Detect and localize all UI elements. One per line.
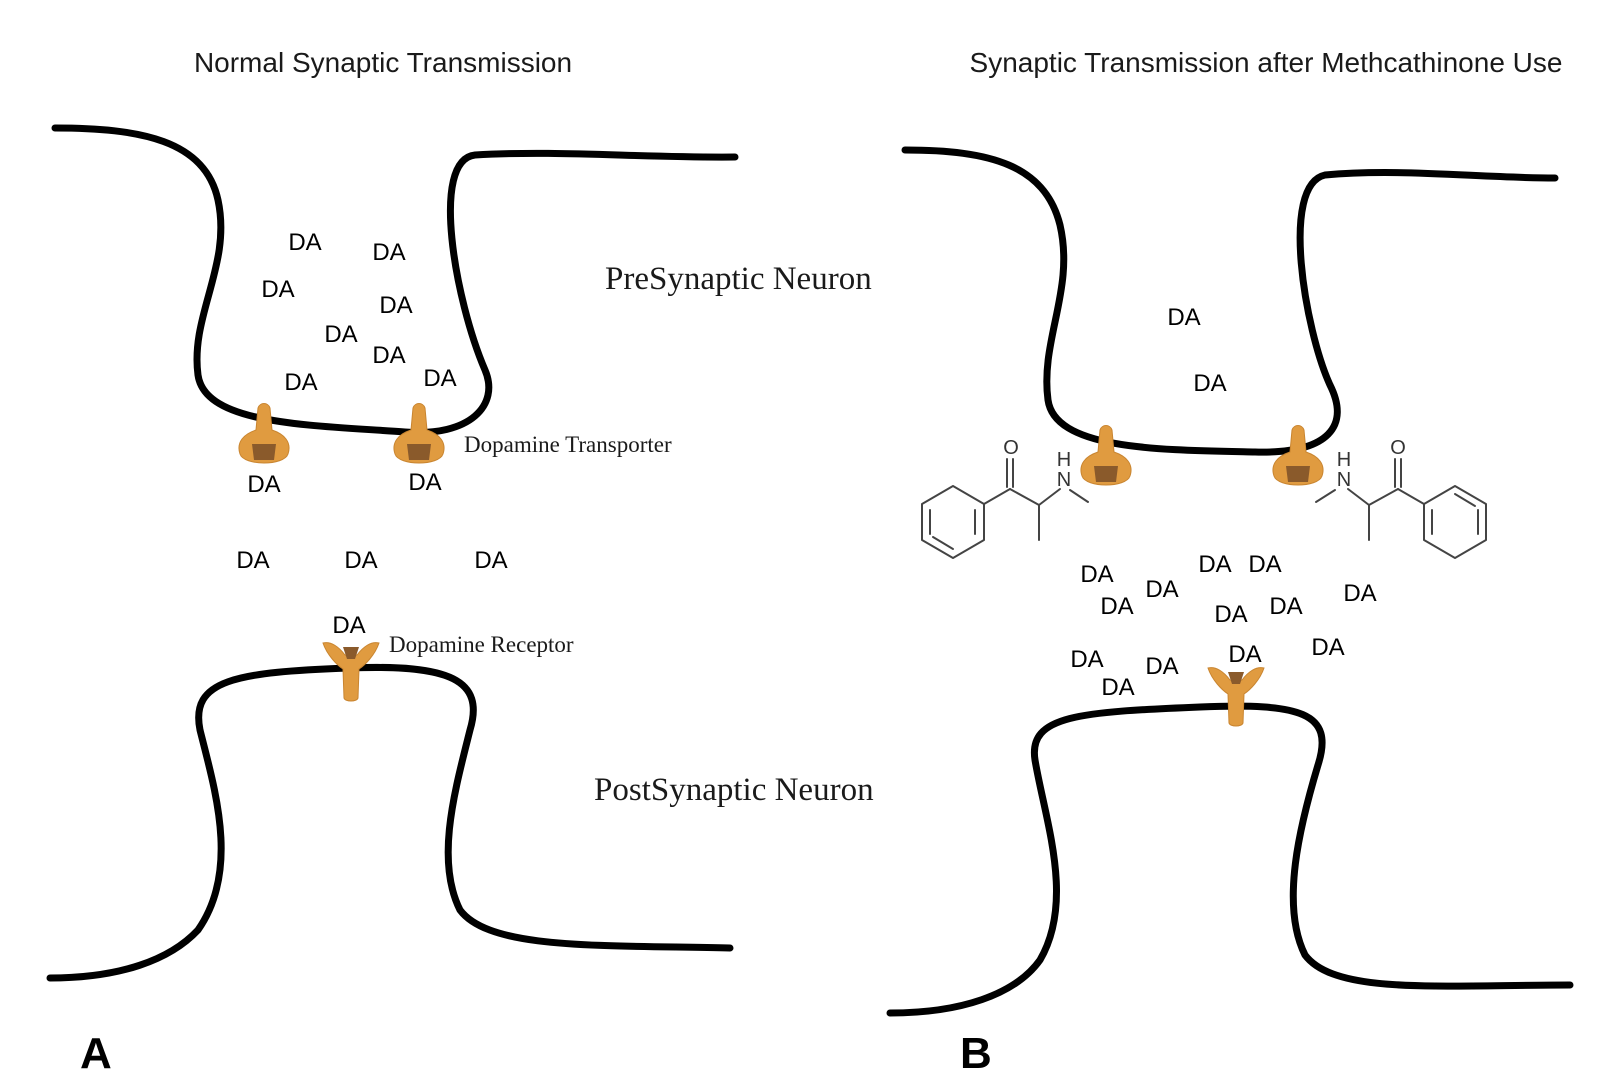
da-molecule: DA bbox=[372, 342, 405, 369]
postsynaptic-membrane-b bbox=[886, 702, 1574, 1017]
da-molecule: DA bbox=[408, 469, 441, 496]
da-molecule: DA bbox=[379, 292, 412, 319]
methcathinone-molecule-left: O H N bbox=[921, 437, 1089, 559]
da-molecule: DA bbox=[1167, 304, 1200, 331]
dopamine-molecules-b: DA DA DA DA DA DA DA DA DA DA DA DA DA D… bbox=[1070, 304, 1376, 701]
da-molecule: DA bbox=[288, 229, 321, 256]
dopamine-transporter-left-b bbox=[1080, 425, 1132, 486]
da-molecule: DA bbox=[1145, 653, 1178, 680]
da-molecule: DA bbox=[1080, 561, 1113, 588]
panel-a: Normal Synaptic Transmission DA DA DA DA… bbox=[46, 47, 874, 1074]
da-molecule: DA bbox=[372, 239, 405, 266]
da-molecule: DA bbox=[1145, 576, 1178, 603]
da-molecule: DA bbox=[1343, 580, 1376, 607]
panel-b: Synaptic Transmission after Methcathinon… bbox=[886, 47, 1574, 1074]
dopamine-receptor-a bbox=[322, 642, 380, 702]
hydrogen-atom-label: H bbox=[1057, 449, 1071, 471]
da-molecule: DA bbox=[1193, 370, 1226, 397]
nitrogen-atom-label: N bbox=[1057, 469, 1071, 491]
da-molecule: DA bbox=[1101, 674, 1134, 701]
da-molecule: DA bbox=[1070, 646, 1103, 673]
presynaptic-neuron-label: PreSynaptic Neuron bbox=[605, 261, 872, 297]
dopamine-receptor-b bbox=[1207, 667, 1265, 727]
panel-b-title: Synaptic Transmission after Methcathinon… bbox=[970, 47, 1563, 78]
da-molecule: DA bbox=[284, 369, 317, 396]
dopamine-transporter-right-a bbox=[393, 403, 445, 464]
oxygen-atom-label: O bbox=[1390, 437, 1406, 459]
methcathinone-molecule-right: O H N bbox=[1315, 437, 1487, 559]
panel-b-letter: B bbox=[960, 1029, 992, 1074]
oxygen-atom-label: O bbox=[1003, 437, 1019, 459]
da-molecule: DA bbox=[344, 547, 377, 574]
presynaptic-membrane-b bbox=[901, 146, 1559, 456]
da-molecule: DA bbox=[1269, 593, 1302, 620]
dopamine-transporter-right-b bbox=[1272, 425, 1324, 486]
da-molecule: DA bbox=[423, 365, 456, 392]
da-molecule: DA bbox=[236, 547, 269, 574]
dopamine-receptor-label: Dopamine Receptor bbox=[389, 632, 574, 657]
panel-a-letter: A bbox=[80, 1029, 112, 1074]
postsynaptic-membrane-a bbox=[46, 663, 734, 982]
dopamine-transporter-left-a bbox=[238, 403, 290, 464]
da-molecule: DA bbox=[474, 547, 507, 574]
da-molecule: DA bbox=[1311, 634, 1344, 661]
postsynaptic-neuron-label: PostSynaptic Neuron bbox=[594, 772, 874, 808]
panel-a-title: Normal Synaptic Transmission bbox=[194, 47, 572, 78]
da-molecule: DA bbox=[324, 321, 357, 348]
hydrogen-atom-label: H bbox=[1337, 449, 1351, 471]
da-molecule: DA bbox=[1248, 551, 1281, 578]
da-molecule: DA bbox=[1214, 601, 1247, 628]
nitrogen-atom-label: N bbox=[1337, 469, 1351, 491]
da-molecule: DA bbox=[1198, 551, 1231, 578]
da-molecule: DA bbox=[261, 276, 294, 303]
dopamine-molecules-a: DA DA DA DA DA DA DA DA DA DA DA DA DA D… bbox=[236, 229, 507, 639]
dopamine-transporter-label: Dopamine Transporter bbox=[464, 432, 672, 457]
da-molecule: DA bbox=[1100, 593, 1133, 620]
da-molecule: DA bbox=[332, 612, 365, 639]
da-molecule: DA bbox=[1228, 641, 1261, 668]
da-molecule: DA bbox=[247, 471, 280, 498]
